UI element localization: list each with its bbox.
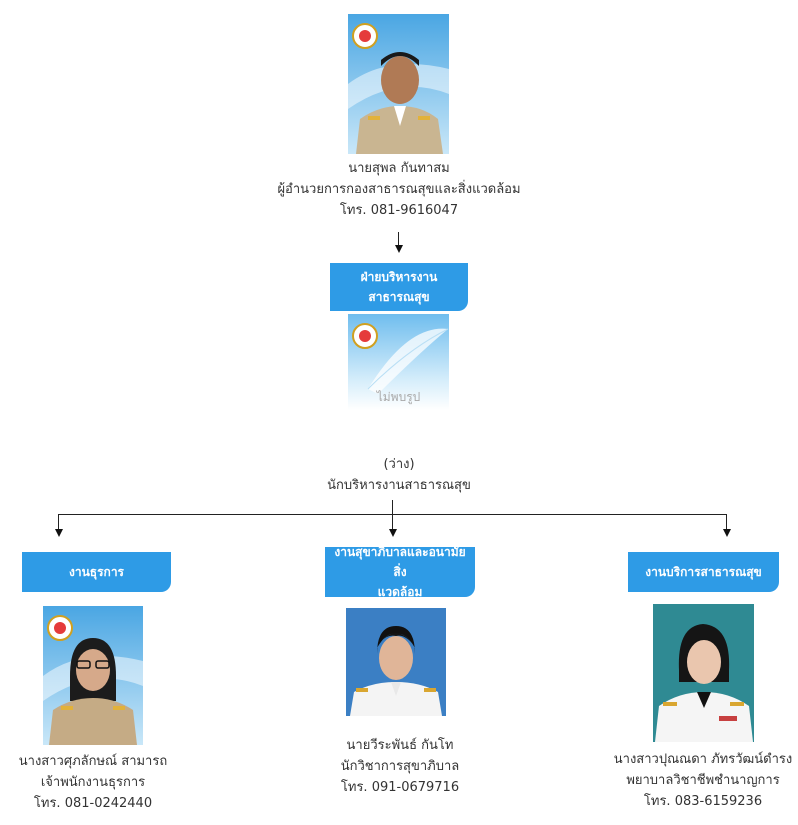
- dept-title: งานธุรการ: [68, 565, 125, 579]
- dept-title: งานบริการสาธารณสุข: [645, 565, 762, 579]
- dept-header-public-health-service: งานบริการสาธารณสุข: [628, 552, 779, 592]
- director-position: ผู้อำนวยการกองสาธารณสุขและสิ่งแวดล้อม: [277, 182, 521, 197]
- no-photo-text: ไม่พบรูป: [376, 390, 421, 404]
- staff-position: เจ้าพนักงานธุรการ: [40, 775, 146, 790]
- admin-placeholder-photo: [348, 314, 449, 410]
- dept-title-line2: แวดล้อม: [377, 585, 423, 599]
- staff-info-public-health-service: นางสาวปุณณดา ภัทรวัฒน์ดำรง พยาบาลวิชาชีพ…: [608, 749, 798, 812]
- staff-position: นักวิชาการสุขาภิบาล: [340, 759, 460, 774]
- arrow-down-icon: [723, 529, 731, 537]
- staff-name: นายวีระพันธ์ กันโท: [346, 738, 454, 753]
- staff-phone: โทร. 091-0679716: [340, 780, 460, 795]
- dept-header-sanitation: งานสุขาภิบาลและอนามัยสิ่ง แวดล้อม: [325, 545, 475, 599]
- admin-info: (ว่าง) นักบริหารงานสาธารณสุข: [200, 454, 598, 496]
- admin-section-header: ฝ่ายบริหารงาน สาธารณสุข: [330, 263, 468, 311]
- staff-photo-general-affairs: [43, 606, 143, 745]
- connector-line: [392, 500, 393, 515]
- staff-info-general-affairs: นางสาวศุภลักษณ์ สามารถ เจ้าพนักงานธุรการ…: [0, 751, 186, 814]
- director-info: นายสุพล กันทาสม ผู้อำนวยการกองสาธารณสุขแ…: [200, 158, 598, 221]
- arrow-down-icon: [55, 529, 63, 537]
- director-phone: โทร. 081-9616047: [339, 203, 459, 218]
- staff-name: นางสาวปุณณดา ภัทรวัฒน์ดำรง: [613, 752, 793, 767]
- staff-phone: โทร. 081-0242440: [33, 796, 153, 811]
- staff-info-sanitation: นายวีระพันธ์ กันโท นักวิชาการสุขาภิบาล โ…: [292, 735, 508, 798]
- connector-line: [398, 232, 399, 246]
- dept-header-general-affairs: งานธุรการ: [22, 552, 171, 592]
- director-name: นายสุพล กันทาสม: [348, 161, 450, 176]
- admin-position: นักบริหารงานสาธารณสุข: [327, 478, 471, 493]
- staff-position: พยาบาลวิชาชีพชำนาญการ: [626, 773, 780, 788]
- staff-photo-public-health-service: [653, 604, 754, 742]
- connector-line: [726, 514, 727, 530]
- staff-phone: โทร. 083-6159236: [643, 794, 763, 809]
- admin-section-title-line2: สาธารณสุข: [368, 290, 430, 304]
- arrow-down-icon: [389, 529, 397, 537]
- connector-line: [58, 514, 59, 530]
- admin-section-title-line1: ฝ่ายบริหารงาน: [360, 270, 438, 284]
- connector-line: [392, 514, 393, 530]
- staff-photo-sanitation: [346, 608, 446, 716]
- director-photo: [348, 14, 449, 154]
- arrow-down-icon: [395, 245, 403, 253]
- staff-name: นางสาวศุภลักษณ์ สามารถ: [18, 754, 168, 769]
- dept-title-line1: งานสุขาภิบาลและอนามัยสิ่ง: [334, 545, 466, 579]
- admin-name: (ว่าง): [383, 457, 415, 472]
